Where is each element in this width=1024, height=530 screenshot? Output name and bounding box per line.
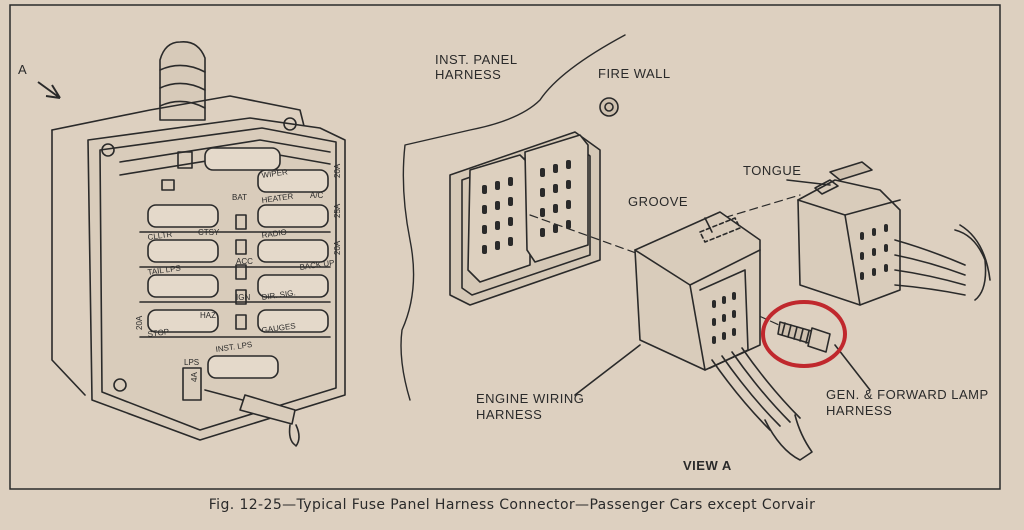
fuse-amp-25a: 25A — [333, 203, 342, 218]
fuse-label-haz: HAZ — [200, 311, 216, 320]
fuse-label-acc: ACC — [236, 257, 253, 266]
fuse-label-heater: HEATER — [261, 192, 294, 205]
view-a-arrow — [37, 81, 61, 99]
label-gen-forward-line2: HARNESS — [826, 403, 893, 418]
gen-forward-lamp-connector — [797, 161, 991, 306]
fuse-label-ign: IGN — [236, 293, 250, 302]
fuse-label-lps: LPS — [184, 358, 199, 367]
label-tongue: TONGUE — [743, 163, 802, 178]
fire-wall-bolt — [599, 97, 619, 117]
label-engine-wiring-line2: HARNESS — [476, 407, 543, 422]
label-groove: GROOVE — [628, 194, 689, 209]
fuse-label-radio: RADIO — [261, 228, 287, 240]
fuse-label-stop: STOP — [147, 327, 170, 339]
label-fire-wall: FIRE WALL — [598, 66, 671, 81]
alignment-line-1 — [529, 214, 651, 259]
fuse-label-cltr: CLLTR — [147, 230, 173, 242]
label-view-a: VIEW A — [683, 458, 732, 473]
fuse-amp-20a-mid: 20A — [333, 240, 342, 255]
connector-bolt — [777, 321, 831, 353]
instrument-panel-connector — [449, 131, 601, 306]
label-inst-panel-harness-line1: INST. PANEL — [435, 52, 518, 67]
fuse-label-ac: A/C — [310, 191, 324, 200]
fuse-label-bat: BAT — [232, 193, 247, 202]
figure-caption: Fig. 12-25—Typical Fuse Panel Harness Co… — [208, 497, 816, 513]
fire-wall — [400, 34, 626, 401]
fuse-label-ctsy: CTSY — [198, 228, 220, 237]
figure-frame — [9, 4, 1001, 490]
fuse-panel — [51, 41, 346, 447]
label-engine-wiring-line1: ENGINE WIRING — [476, 391, 585, 406]
label-arrow-a: A — [18, 62, 28, 77]
alignment-line-3 — [734, 304, 791, 331]
label-gen-forward-line1: GEN. & FORWARD LAMP — [826, 387, 989, 402]
label-inst-panel-harness-line2: HARNESS — [435, 67, 502, 82]
fuse-amp-4a: 4A — [190, 372, 199, 382]
engine-wiring-connector — [634, 211, 813, 461]
fuse-amp-20a-top: 20A — [333, 163, 342, 178]
fuse-amp-20a-left: 20A — [135, 315, 144, 330]
bolt-highlight-circle — [761, 300, 847, 368]
fuse-label-wiper: WIPER — [261, 167, 288, 180]
